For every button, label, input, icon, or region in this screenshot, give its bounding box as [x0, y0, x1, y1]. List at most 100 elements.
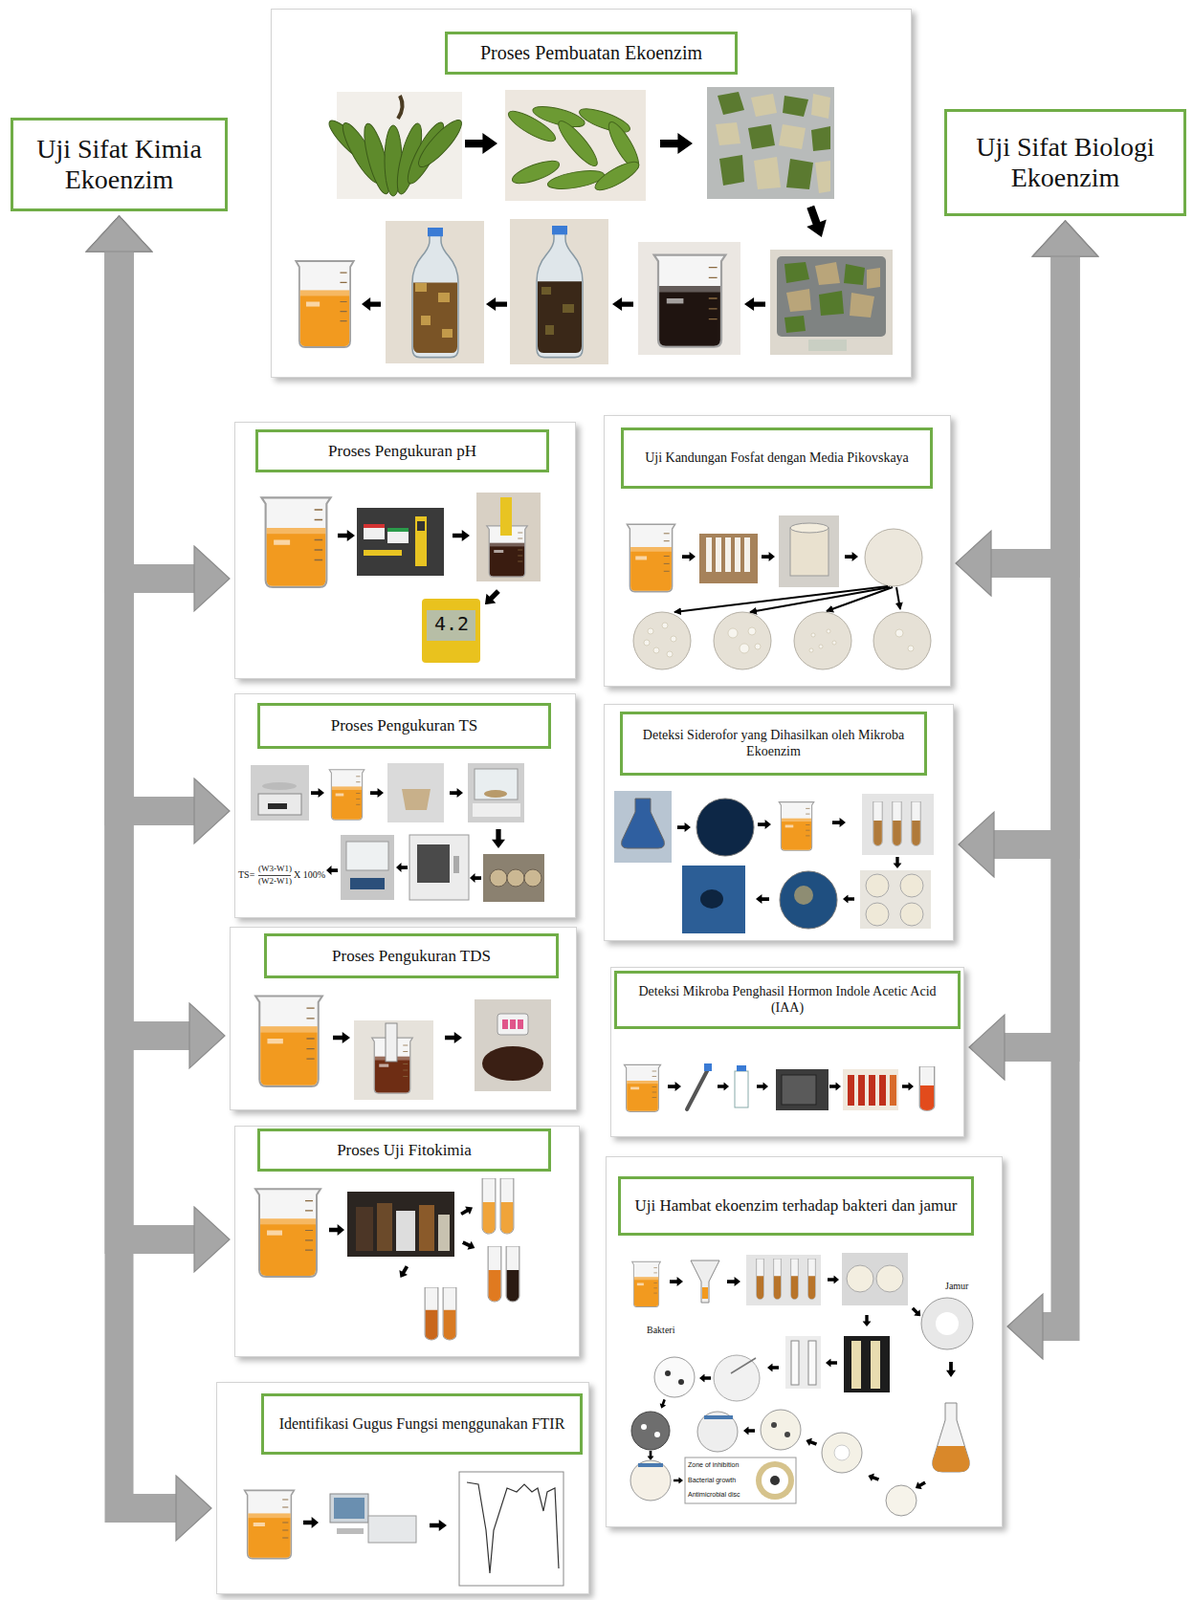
crucible-photo [387, 763, 444, 823]
fungus-plate [885, 1485, 917, 1517]
petri-dish [864, 529, 923, 587]
weighing-photo [786, 262, 881, 318]
reagents-photo [419, 1205, 435, 1252]
process-panel: Proses Pengukuran pH [234, 421, 576, 680]
category-title: Uji Sifat Biologi Ekoenzim [956, 132, 1174, 194]
ecoenzyme-beaker [244, 1490, 295, 1559]
process-arrow [464, 132, 498, 155]
process-panel: Deteksi Mikroba Penghasil Hormon Indole … [610, 967, 965, 1138]
process-arrow [361, 297, 381, 311]
weighing-photo [849, 292, 875, 318]
process-arrow [669, 1277, 684, 1287]
process-arrow [658, 1398, 668, 1411]
incubator [781, 1075, 817, 1105]
ecoenzyme-beaker [255, 1189, 321, 1278]
process-arrow [761, 552, 775, 562]
tds-meter-photo [474, 999, 552, 1092]
micropipette [686, 1069, 708, 1110]
ecoenzyme-beaker [623, 1064, 661, 1112]
bacteria-plate-caliper [630, 1460, 671, 1502]
grey-block-arrow [1042, 256, 1066, 1327]
process-arrow [326, 865, 338, 876]
ecoenzyme-beaker [255, 995, 323, 1086]
bacteria-plate [654, 1357, 695, 1398]
balance-photo [250, 765, 310, 821]
process-arrow [396, 862, 408, 873]
figure-legend-text: Zone of inhibition [687, 1461, 739, 1469]
process-arrow [717, 1082, 730, 1092]
oven-photo [409, 835, 469, 901]
chopped-banana-photo [706, 87, 835, 199]
separated-banana-photo [505, 89, 646, 201]
category-title: Uji Sifat Kimia Ekoenzim [22, 133, 216, 196]
ecoenzyme-beaker [626, 524, 675, 592]
process-arrow [429, 1520, 447, 1532]
fungus-plate [834, 1445, 850, 1461]
bacteria-culture-photo [843, 1336, 890, 1393]
reagent-bottle [734, 1071, 749, 1108]
fungus-plate [921, 1298, 973, 1350]
fraction-line [258, 875, 291, 877]
process-arrow [444, 1032, 463, 1044]
process-arrow [429, 1520, 447, 1532]
process-arrow [673, 1478, 684, 1485]
culture-tubes-photo [756, 1259, 765, 1301]
cas-agar-plate [696, 798, 754, 857]
reagents-photo [376, 1203, 393, 1252]
fermented-bottle-photo [385, 220, 485, 364]
fermentation-bottle-photo [541, 287, 552, 295]
test-tubes [482, 1178, 496, 1235]
crucibles-photo [483, 854, 545, 903]
ecoenzyme-beaker [778, 802, 815, 852]
process-arrow [677, 822, 691, 833]
ecoenzyme-beaker [261, 497, 331, 587]
micropipette [704, 1063, 712, 1072]
colony-plates [873, 612, 931, 670]
inhibition-zone-figure [770, 1476, 780, 1486]
analytical-balance-photo [484, 790, 508, 798]
crucibles-photo [507, 869, 525, 887]
bacteria-tubes-photo [808, 1341, 817, 1386]
weighing-photo [784, 315, 806, 333]
process-panel: Deteksi Siderofor yang Dihasilkan oleh M… [603, 704, 954, 942]
chopped-banana-photo [751, 93, 777, 117]
colony-plates [895, 629, 904, 638]
ph-tools-photo [363, 524, 385, 540]
isolate-plates-photo [900, 874, 924, 898]
isolate-plates-photo [860, 870, 931, 929]
process-arrow [744, 297, 766, 311]
reagents-photo [396, 1211, 416, 1252]
iaa-tube-rack [889, 1075, 897, 1106]
fan-arrows [674, 586, 888, 613]
chopped-banana-photo [782, 95, 809, 117]
process-arrow [757, 819, 772, 830]
separated-banana-photo [505, 102, 644, 196]
weighing-photo [784, 262, 810, 284]
petri-dish [864, 529, 923, 587]
colony-plates [826, 629, 831, 634]
category-box: Uji Sifat Biologi Ekoenzim [944, 109, 1187, 217]
panel-title: Proses Pengukuran pH [255, 429, 550, 473]
fermentation-bottle-photo [509, 219, 609, 365]
culture-tubes-photo [773, 1259, 782, 1301]
inhibition-zone-figure [755, 1461, 795, 1501]
bacteria-culture-photo [870, 1341, 881, 1390]
process-arrow [866, 1472, 881, 1485]
fungus-plate [771, 1422, 777, 1429]
weighing-photo [818, 290, 844, 316]
ph-tools-photo [363, 550, 402, 556]
analytical-balance-photo [467, 763, 525, 823]
inhibition-zone-figure [684, 1458, 796, 1504]
ph-tools-photo [356, 508, 444, 576]
tds-meter-photo [502, 1019, 509, 1030]
chopped-banana-photo [786, 158, 814, 190]
weighing-photo [815, 262, 840, 286]
iaa-tube [919, 1066, 934, 1111]
weighing-photo [843, 264, 865, 286]
culture-tubes-photo [791, 1259, 799, 1301]
cas-result-plate [779, 871, 838, 929]
weighing-photo [770, 249, 893, 355]
dilution-rack-photo [744, 537, 751, 573]
process-arrow [844, 552, 859, 562]
